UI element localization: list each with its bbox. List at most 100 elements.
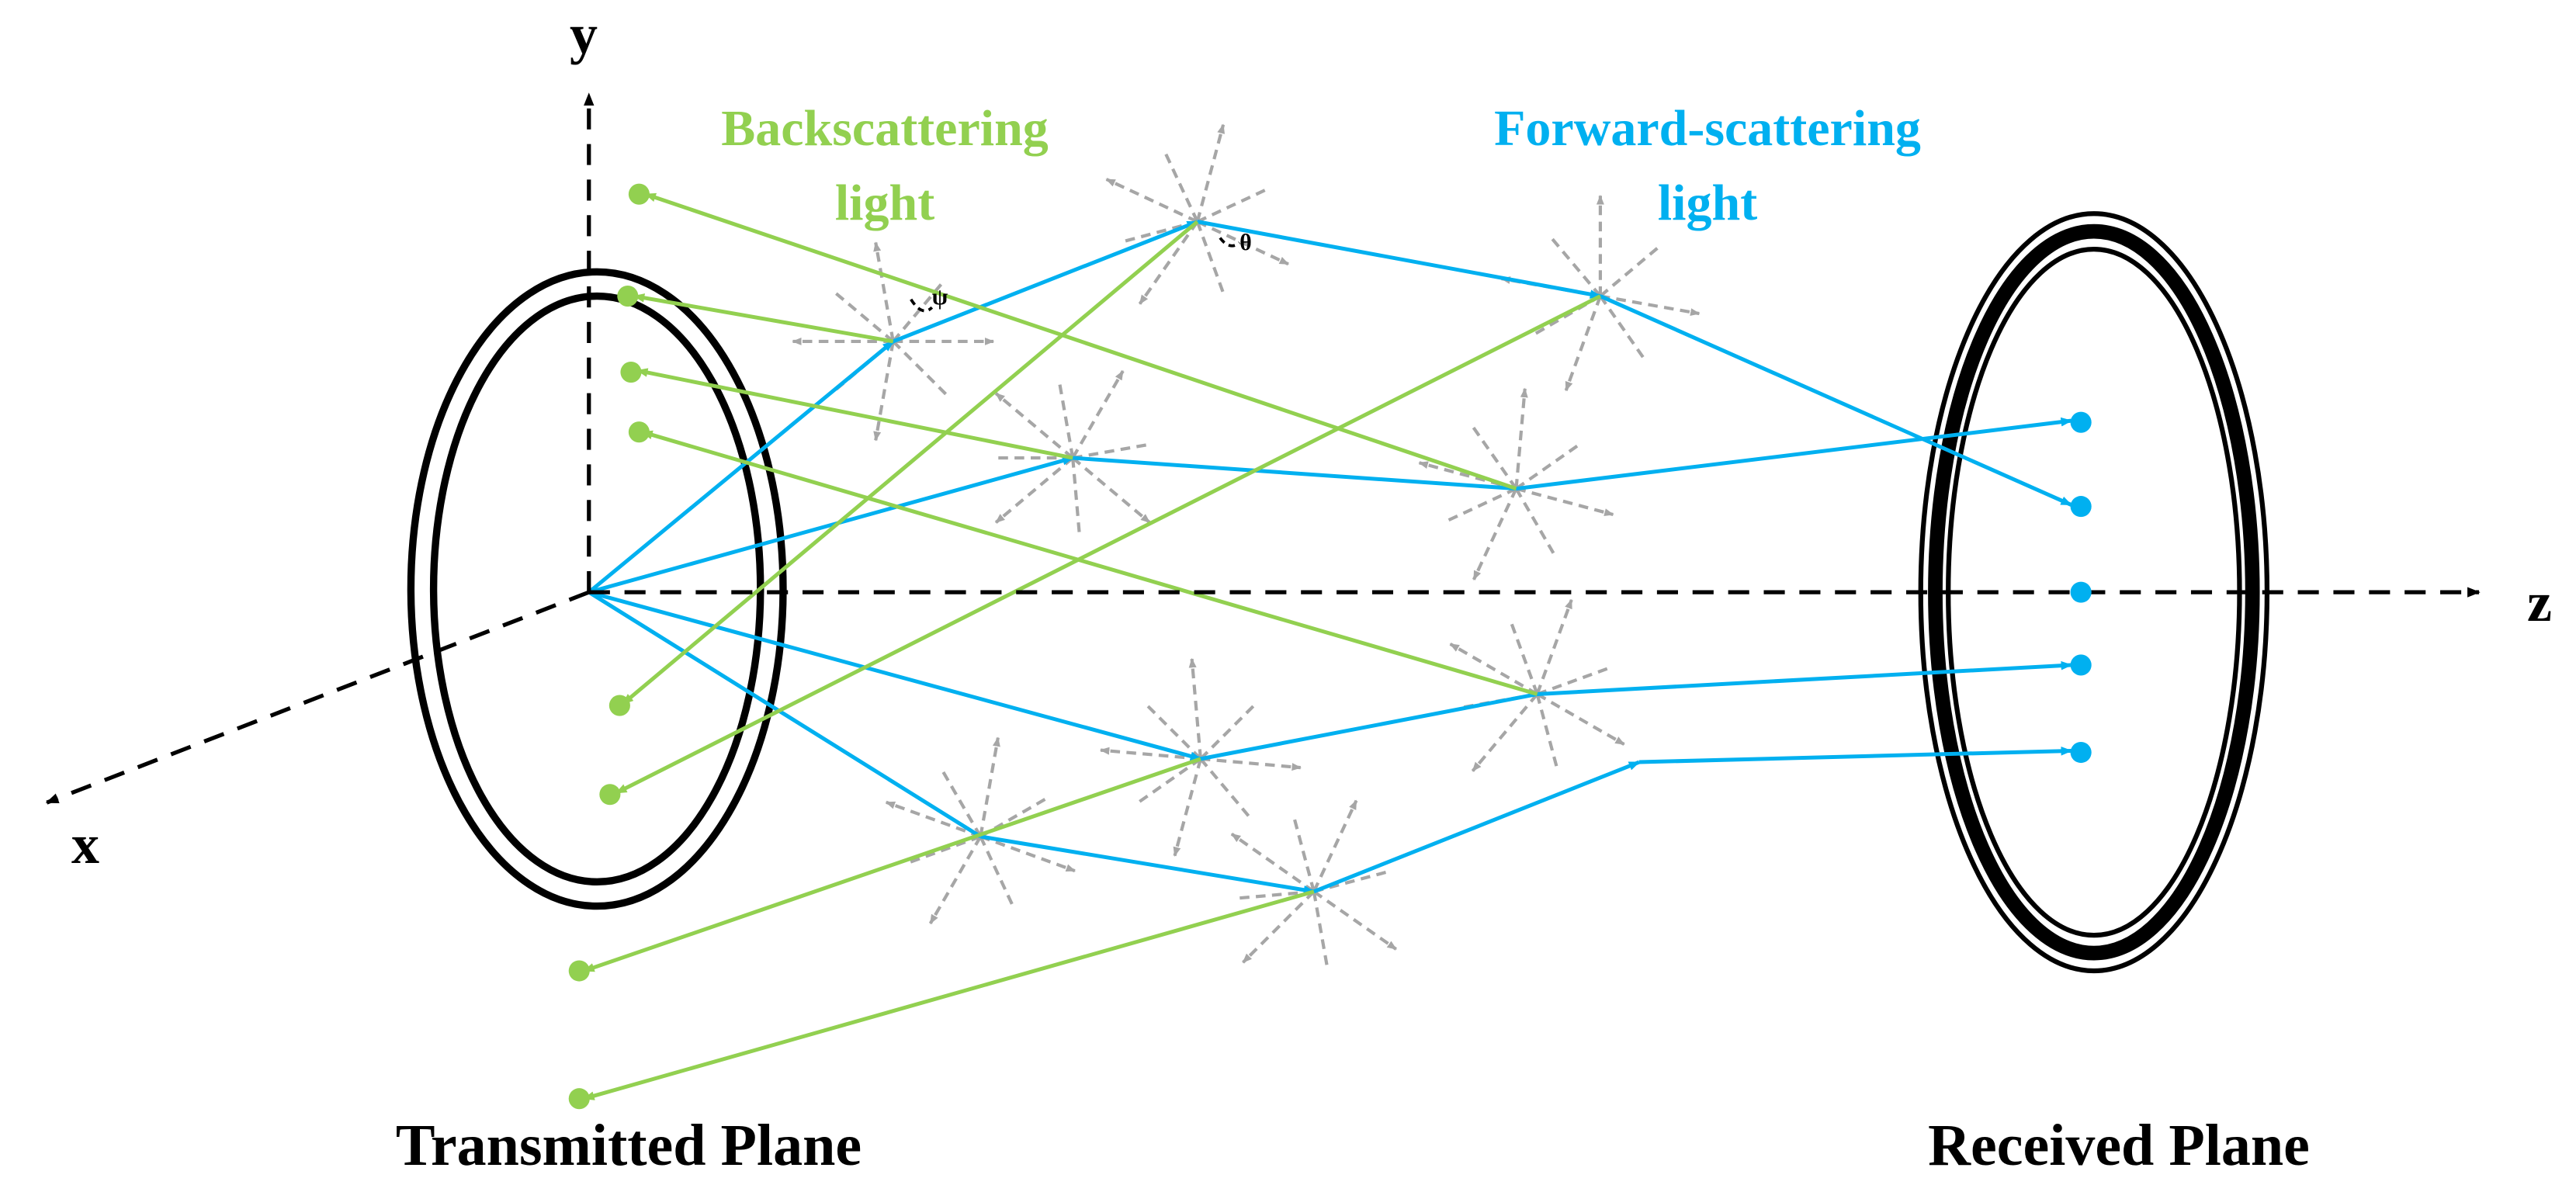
scatter-direction [1531, 294, 1601, 337]
transmitted-points [568, 183, 650, 1110]
backscatter-dot [608, 695, 630, 716]
scattering-event [885, 736, 1077, 925]
scatter-direction [1535, 693, 1559, 771]
scatter-direction [1599, 295, 1647, 362]
scatter-direction [1564, 295, 1602, 392]
backscatter-ray [633, 293, 894, 344]
scatter-direction [892, 340, 950, 398]
scatter-direction [1470, 423, 1518, 490]
scattering-event [1099, 657, 1302, 857]
scatter-direction [1195, 220, 1226, 296]
forward-scattering-label-line2: light [1657, 174, 1758, 231]
backscatter-ray [644, 192, 1517, 491]
backscattering-label-line1: Backscattering [721, 100, 1049, 157]
forward-ray [1197, 220, 1602, 299]
scatter-direction [1188, 657, 1202, 760]
forward-ray [1312, 760, 1641, 894]
scatter-direction [1199, 702, 1257, 761]
forward-ray [1537, 660, 2073, 696]
scatter-direction [1057, 380, 1075, 459]
scatter-direction [1195, 123, 1226, 223]
scatter-direction [873, 341, 895, 442]
received-plane-label: Received Plane [1928, 1113, 2310, 1178]
scatter-direction [940, 768, 983, 837]
scatter-direction [832, 289, 895, 343]
scattering-events [792, 123, 1701, 969]
x-axis-label: x [71, 813, 99, 875]
scatter-direction [1135, 757, 1202, 806]
scatter-direction [1515, 442, 1582, 490]
scatter-direction [1312, 891, 1330, 969]
scatter-direction [1163, 150, 1199, 223]
backscatter-dot [599, 784, 621, 806]
scatter-direction [1291, 815, 1316, 892]
backscatter-dot [628, 183, 650, 205]
backscattering-paths [583, 192, 1602, 1101]
forward-dot [2070, 654, 2092, 676]
scatter-direction [1599, 244, 1662, 298]
scatter-direction [979, 836, 1015, 909]
backscatter-dot [617, 286, 639, 307]
scattering-event [994, 370, 1151, 536]
forward-ray [892, 220, 1199, 344]
transmitted-plane-label: Transmitted Plane [395, 1113, 862, 1178]
backscatter-ray [583, 757, 1201, 973]
scattering-event [1105, 123, 1290, 305]
backscatter-ray [641, 430, 1538, 696]
forward-ray [588, 590, 982, 839]
backscatter-ray [583, 889, 1315, 1101]
backscatter-ray [615, 294, 1602, 795]
forward-scattering-label: Forward-scattering light [1382, 92, 2033, 240]
scatter-direction [1313, 869, 1390, 893]
scatter-direction [1472, 487, 1518, 580]
scatter-direction [1173, 758, 1202, 857]
scatter-direction [1536, 666, 1611, 696]
forward-ray [1599, 294, 2072, 507]
scattering-event [1500, 195, 1701, 392]
forward-scattering-paths [588, 220, 2073, 895]
scatter-direction [1071, 457, 1082, 536]
scatter-direction [1535, 598, 1573, 695]
forward-ray [979, 834, 1316, 895]
forward-dot [2070, 496, 2092, 518]
scatter-direction [1312, 799, 1358, 892]
scatter-direction [1509, 620, 1539, 695]
scatter-direction [906, 834, 982, 865]
x-axis [45, 590, 590, 805]
psi-angle-label: ψ [931, 284, 948, 310]
forward-ray [1073, 456, 1517, 491]
forward-dot [2070, 741, 2092, 764]
scatter-direction [1121, 220, 1198, 244]
scatter-direction [1236, 889, 1315, 900]
backscatter-ray [621, 220, 1199, 705]
scatter-direction [1071, 456, 1151, 524]
scatter-direction [1105, 178, 1198, 224]
scatter-direction [979, 834, 1077, 873]
scatter-direction [1196, 187, 1269, 224]
scatter-direction [1514, 487, 1557, 558]
backscatter-dot [568, 1088, 590, 1110]
backscattering-label: Backscattering light [636, 92, 1133, 240]
angle-markers [910, 237, 1241, 313]
scatter-direction [1312, 890, 1397, 951]
psi-angle-arc [910, 298, 934, 313]
scatter-direction [1144, 702, 1202, 761]
backscatter-dot [568, 960, 590, 982]
scatter-direction [1444, 487, 1517, 524]
forward-ray [1200, 692, 1538, 761]
forward-ray [1638, 746, 2073, 764]
scatter-direction [1138, 220, 1199, 305]
forward-scattering-label-line1: Forward-scattering [1494, 100, 1921, 157]
coordinate-axes [45, 92, 2481, 805]
scatter-direction [1196, 220, 1290, 266]
scatter-direction [1471, 693, 1539, 772]
forward-ray [1516, 417, 2073, 491]
scatter-direction [994, 392, 1074, 459]
scatter-direction [928, 835, 983, 925]
theta-angle-arc [1219, 237, 1241, 248]
scatter-direction [1515, 487, 1614, 517]
scatter-direction [1099, 747, 1201, 761]
scatter-direction [1199, 757, 1253, 820]
forward-dot [2070, 581, 2092, 603]
